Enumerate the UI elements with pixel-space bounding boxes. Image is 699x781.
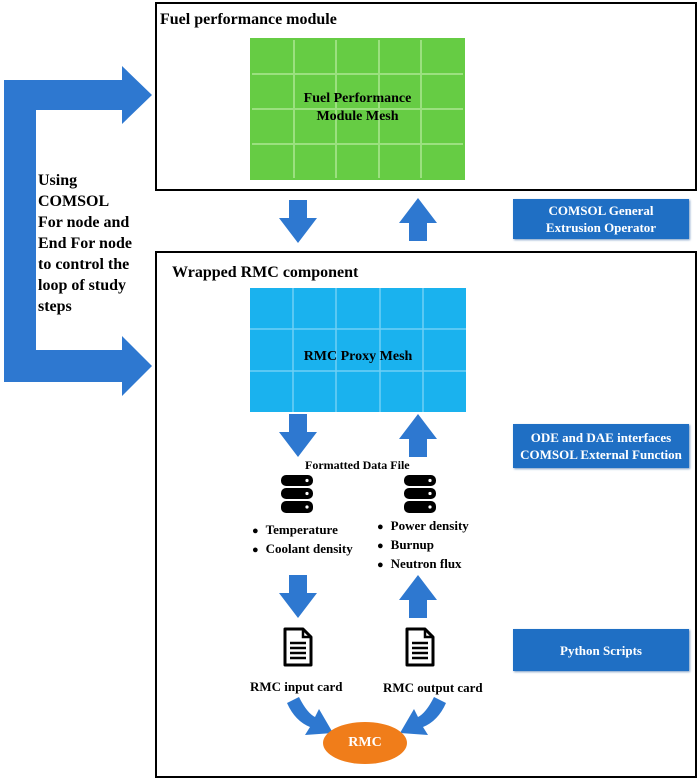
fuel-performance-module-box: Fuel performance module Fuel Performance…: [155, 2, 697, 191]
mesh-cell: [337, 75, 378, 108]
mesh-cell: [422, 75, 463, 108]
mesh-cell: [294, 40, 336, 73]
document-icon: [405, 627, 435, 667]
loop-line: For node and: [38, 214, 130, 231]
fuel-module-title: Fuel performance module: [160, 11, 337, 28]
down-arrow-file-to-input-card: [279, 575, 317, 618]
rmc-node-label: RMC: [348, 735, 382, 750]
mesh-cell: [337, 145, 378, 178]
mesh-cell: [294, 75, 336, 108]
mesh-cell: [379, 40, 421, 73]
list-item: Coolant density: [252, 540, 353, 559]
database-icon: [404, 475, 436, 513]
mesh-cell: [294, 145, 336, 178]
arrow-rmc-to-output-card: [400, 697, 446, 735]
mesh-cell: [422, 145, 463, 178]
mesh-cell: [379, 145, 421, 178]
mesh-cell: [379, 110, 421, 143]
mesh-cell: [422, 40, 463, 73]
arrow-input-card-to-rmc: [287, 697, 333, 735]
loop-bottom-arrow: [4, 336, 152, 396]
loop-arrow: [4, 66, 152, 396]
loop-line: to control the: [38, 256, 130, 273]
mesh-cell: [252, 75, 293, 108]
rmc-proxy-mesh: [250, 288, 466, 412]
list-item: Power density: [377, 517, 469, 536]
rmc-mesh-label: RMC Proxy Mesh: [303, 349, 413, 364]
fuel-mesh-label: Fuel Performance Module Mesh: [303, 91, 412, 124]
wrapped-rmc-component-box: Wrapped RMC component: [155, 251, 697, 778]
rmc-component-title: Wrapped RMC component: [172, 264, 359, 281]
loop-description: Using COMSOL For node and End For node t…: [38, 170, 132, 317]
loop-line: loop of study: [38, 277, 127, 294]
python-scripts-label: Python Scripts: [513, 629, 689, 671]
mesh-cell: [337, 110, 378, 143]
down-arrow-fuel-to-rmc: [279, 200, 317, 243]
mesh-cell: [252, 145, 293, 178]
loop-bar: [4, 80, 36, 350]
loop-top-arrow: [4, 66, 152, 124]
up-arrow-output-card-to-file: [399, 575, 437, 618]
formatted-data-file-label: Formatted Data File: [305, 458, 410, 472]
ode-dae-interfaces-label: ODE and DAE interfaces COMSOL External F…: [513, 424, 689, 468]
rmc-mesh-gridlines: [250, 288, 466, 412]
rmc-output-card-label: RMC output card: [383, 680, 483, 695]
loop-line: steps: [38, 298, 72, 315]
mesh-cell: [337, 40, 378, 73]
mesh-cell: [294, 110, 336, 143]
loop-line: Using: [38, 172, 78, 189]
list-item: Neutron flux: [377, 555, 469, 574]
list-item: Temperature: [252, 521, 353, 540]
fuel-mesh: [250, 38, 465, 180]
rmc-input-card-label: RMC input card: [250, 679, 343, 694]
mesh-cell: [252, 110, 293, 143]
mesh-cell: [422, 110, 463, 143]
mesh-cell: [252, 40, 293, 73]
up-arrow-rmc-to-fuel: [399, 198, 437, 241]
mesh-cell: [379, 75, 421, 108]
database-icon: [281, 475, 313, 513]
document-icon: [283, 627, 313, 667]
loop-line: COMSOL: [38, 193, 110, 210]
extrusion-operator-label: COMSOL General Extrusion Operator: [513, 199, 689, 239]
rmc-node: RMC: [323, 722, 407, 764]
list-item: Burnup: [377, 536, 469, 555]
output-fields-list: Power density Burnup Neutron flux: [377, 517, 469, 574]
up-arrow-file-to-mesh: [399, 414, 437, 457]
input-fields-list: Temperature Coolant density: [252, 521, 353, 559]
down-arrow-mesh-to-file: [279, 414, 317, 457]
loop-line: End For node: [38, 235, 132, 252]
